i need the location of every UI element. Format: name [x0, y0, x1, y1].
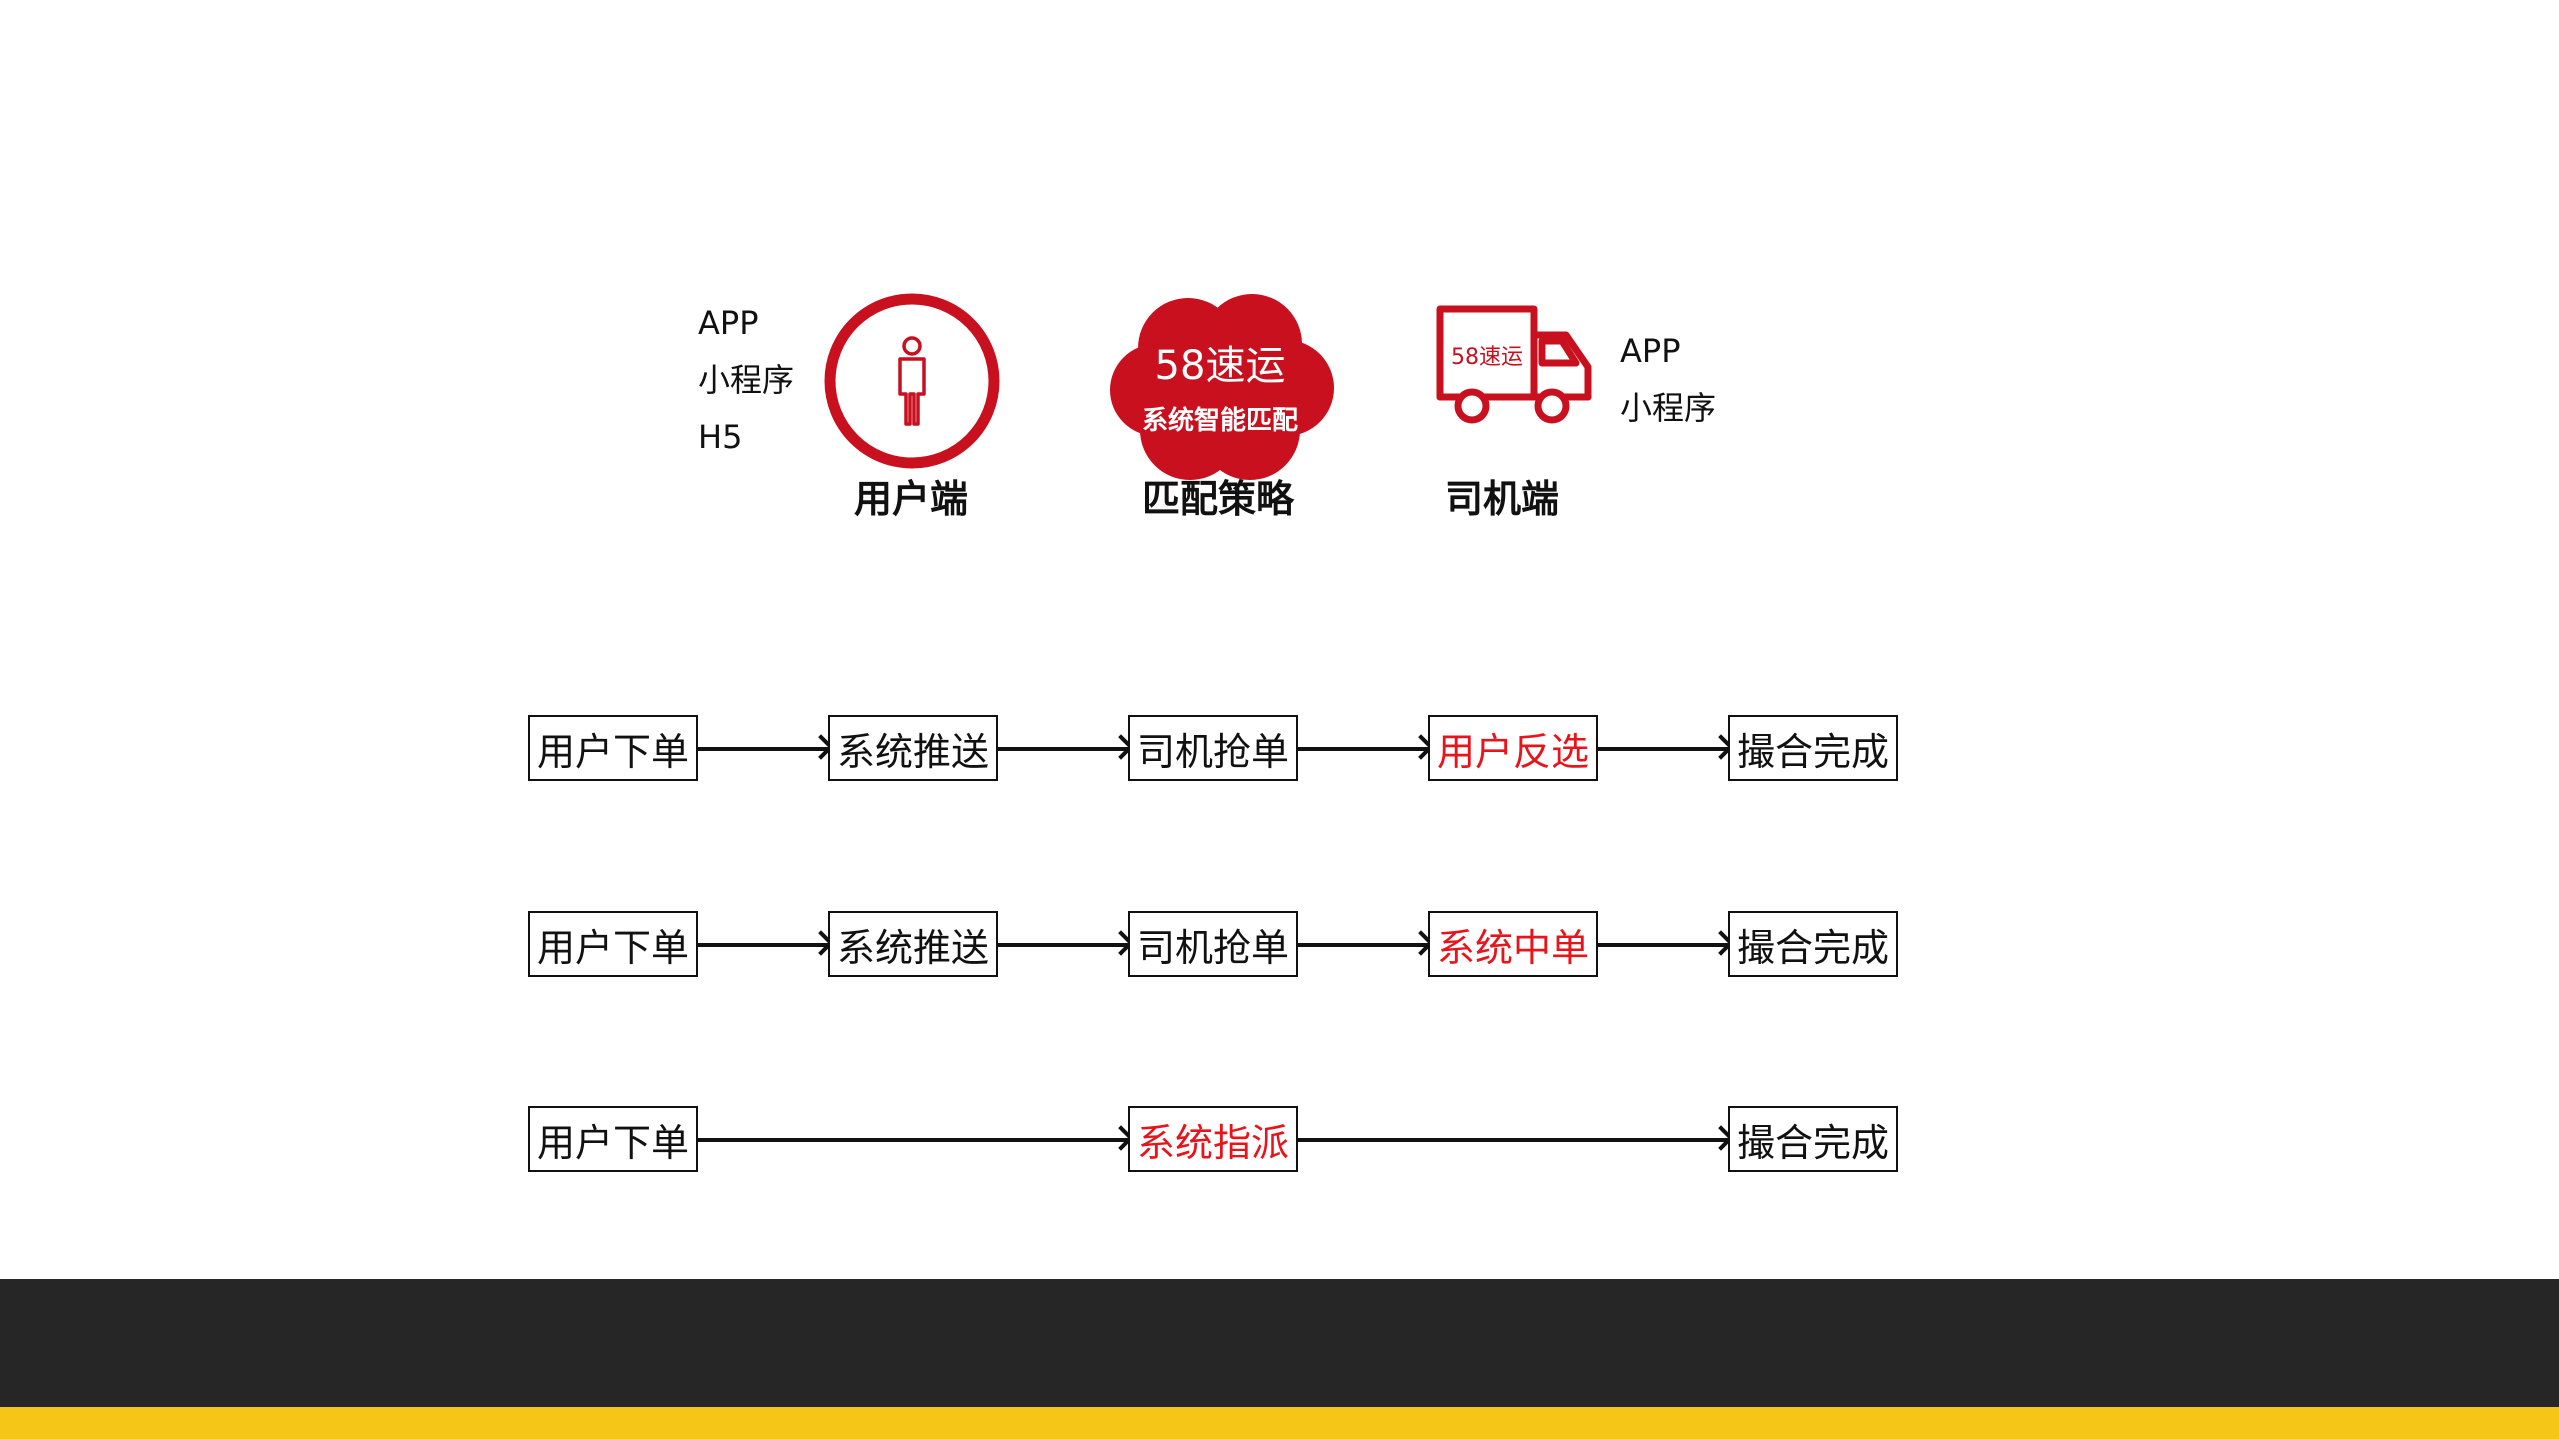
user-platform-list: APP 小程序 H5	[698, 295, 794, 466]
flow-node: 系统推送	[828, 715, 998, 781]
flow-arrow	[998, 747, 1128, 751]
flow-node: 系统推送	[828, 911, 998, 977]
flow-node: 司机抢单	[1128, 715, 1298, 781]
cloud-subtitle: 系统智能匹配	[1141, 406, 1298, 436]
flow-node: 撮合完成	[1728, 911, 1898, 977]
flow-node: 司机抢单	[1128, 911, 1298, 977]
driver-platform-app: APP	[1620, 332, 1681, 370]
strategy-caption: 匹配策略	[1141, 477, 1294, 521]
footer-dark-band	[0, 1279, 2559, 1407]
flow-node-highlight: 系统指派	[1128, 1106, 1298, 1172]
flow-node-highlight: 系统中单	[1428, 911, 1598, 977]
cloud-title: 58速运	[1154, 343, 1286, 389]
user-side-caption: 用户端	[853, 477, 968, 521]
flow-arrow	[1298, 943, 1428, 947]
flow-node: 撮合完成	[1728, 715, 1898, 781]
flow-arrow	[698, 747, 828, 751]
truck-label: 58速运	[1451, 345, 1523, 370]
footer-yellow-band	[0, 1407, 2559, 1439]
flow-node: 撮合完成	[1728, 1106, 1898, 1172]
flow-arrow	[698, 1138, 1128, 1142]
flow-arrow	[1598, 747, 1728, 751]
flow-arrow	[1298, 1138, 1728, 1142]
flow-arrow	[1598, 943, 1728, 947]
driver-platform-miniprogram: 小程序	[1620, 389, 1717, 427]
user-platform-app: APP	[698, 304, 759, 342]
truck-icon	[1436, 305, 1592, 424]
flow-node: 用户下单	[528, 1106, 698, 1172]
user-icon	[824, 293, 1000, 469]
flow-node-highlight: 用户反选	[1428, 715, 1598, 781]
user-platform-h5: H5	[698, 418, 743, 456]
user-platform-miniprogram: 小程序	[698, 361, 795, 399]
flow-node: 用户下单	[528, 911, 698, 977]
cloud-icon	[1110, 294, 1334, 480]
flow-node: 用户下单	[528, 715, 698, 781]
flow-arrow	[1298, 747, 1428, 751]
driver-platform-list: APP 小程序	[1620, 323, 1716, 437]
flow-arrow	[698, 943, 828, 947]
flow-arrow	[998, 943, 1128, 947]
driver-side-caption: 司机端	[1444, 477, 1559, 521]
